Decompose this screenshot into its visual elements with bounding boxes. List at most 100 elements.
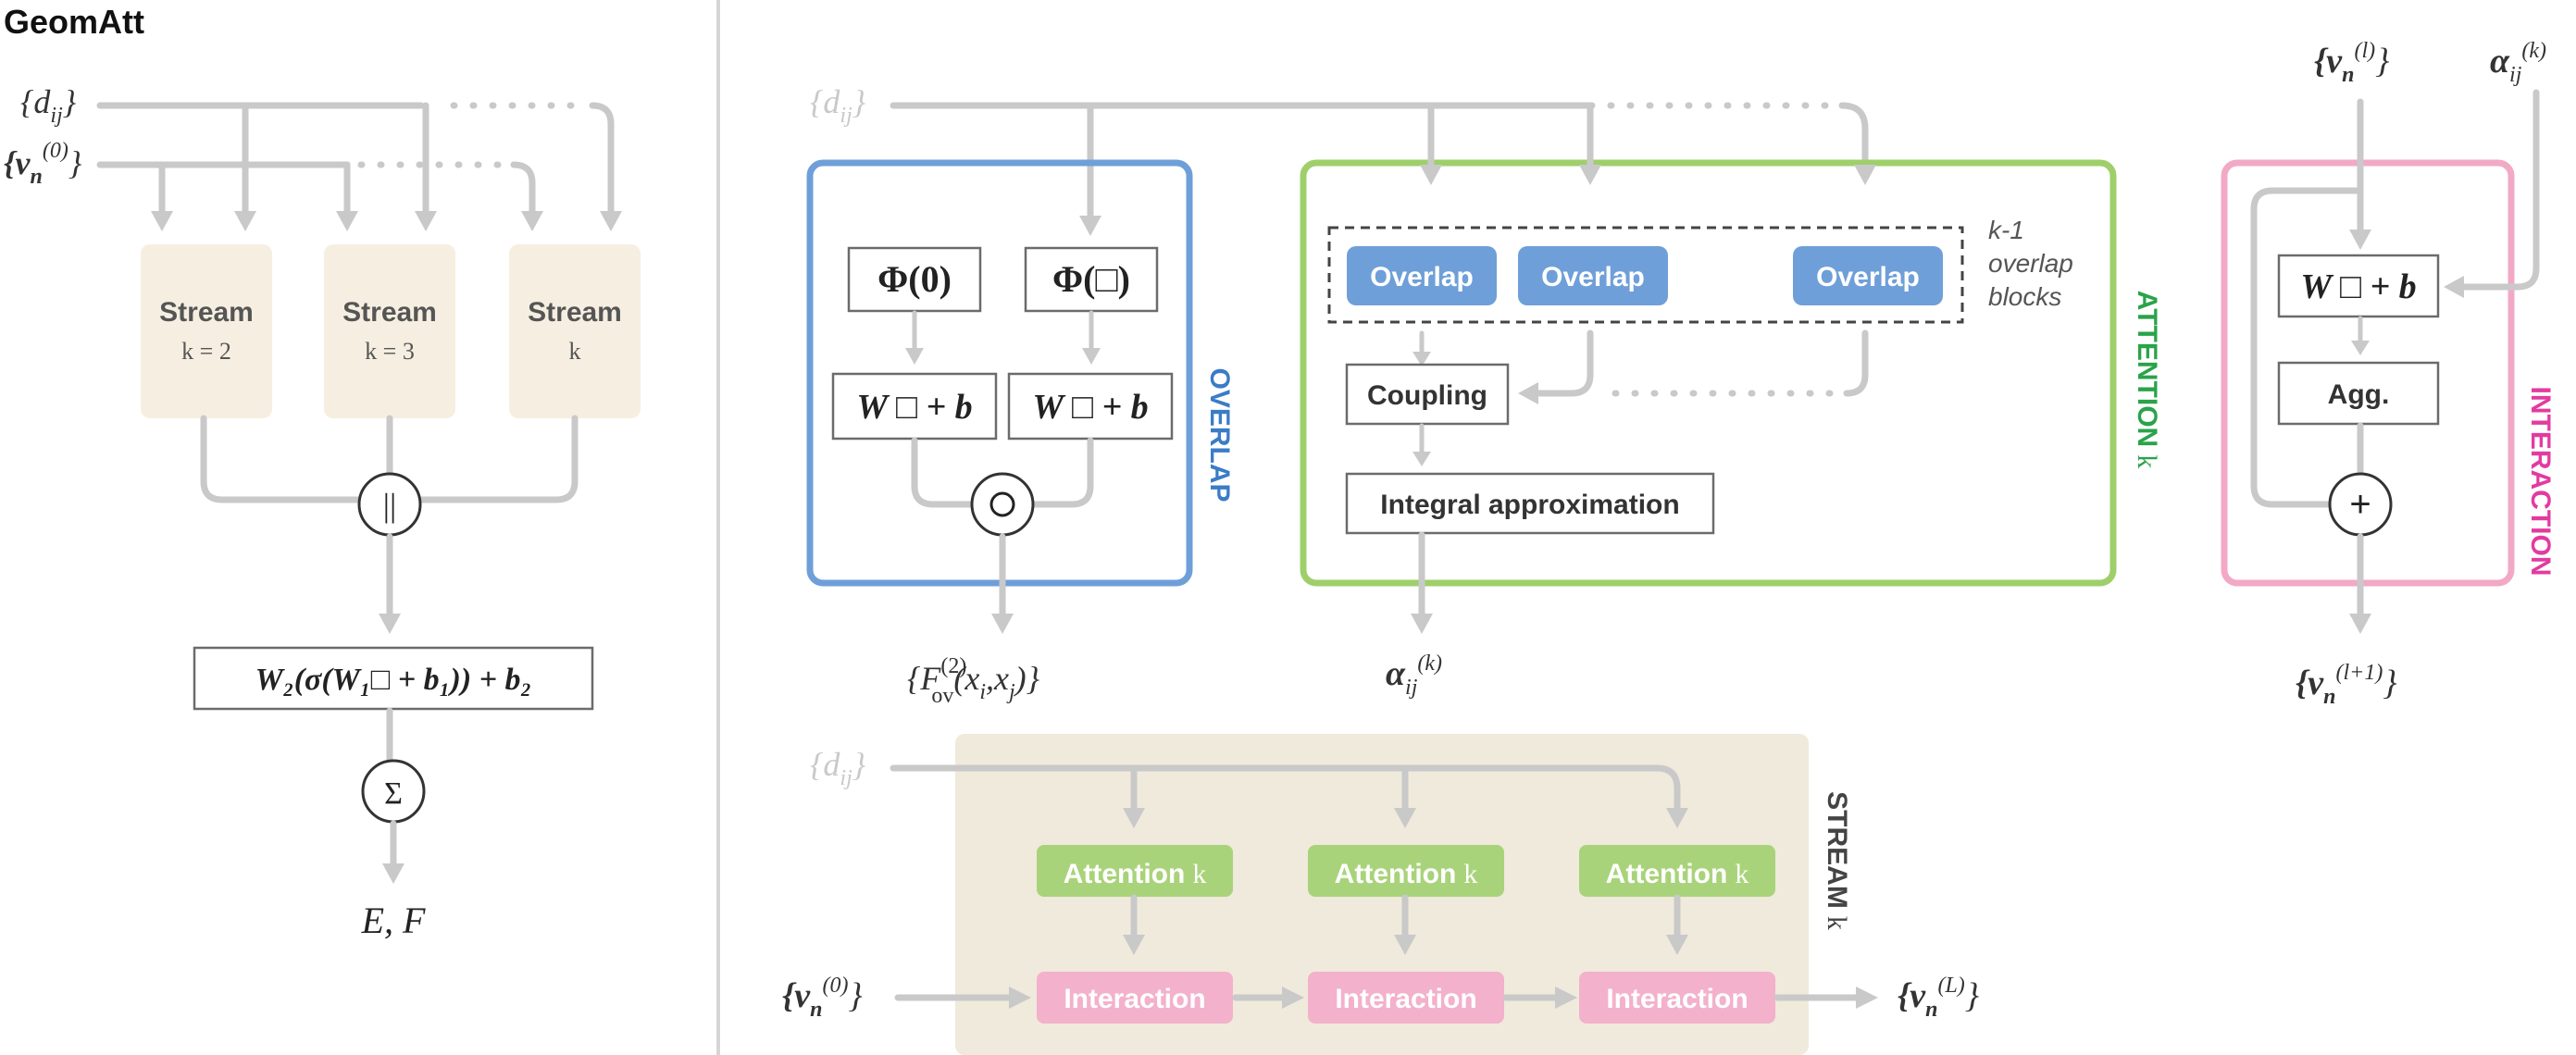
stream-input-d: {dij} (810, 746, 866, 790)
svg-text:{F(2)ov(xi,xj)}: {F(2)ov(xi,xj)} (907, 654, 1040, 708)
overlap-blocks-note: k-1 overlap blocks (1988, 216, 2073, 311)
attention-label: ATTENTIONk (2132, 291, 2162, 468)
geomatt-v-drops (158, 161, 351, 217)
plus-node: + (2328, 472, 2393, 537)
svg-text:Stream: Stream (342, 297, 437, 328)
overlap-output: {F(2)ov(xi,xj)} (907, 654, 1040, 708)
svg-text:W □ + b: W □ + b (1032, 388, 1148, 427)
attention-d-drops (1427, 102, 1594, 170)
interaction-linear-box[interactable]: W □ + b (2277, 254, 2440, 318)
overlap-block-1[interactable]: Overlap (1347, 246, 1497, 305)
integral-box[interactable]: Integral approximation (1345, 472, 1715, 535)
interaction-input-v: {vn(l)} (2314, 39, 2389, 87)
agg-box[interactable]: Agg. (2277, 361, 2440, 426)
svg-text:{vn(0)}: {vn(0)} (782, 974, 863, 1022)
phi-box[interactable]: Φ(□) (1024, 246, 1159, 313)
interaction-output: {vn(l+1)} (2296, 661, 2397, 709)
overlap-block-3[interactable]: Overlap (1793, 246, 1943, 305)
svg-text:Σ: Σ (384, 776, 403, 811)
svg-text:k = 3: k = 3 (365, 338, 415, 365)
overlap-block-2[interactable]: Overlap (1518, 246, 1668, 305)
svg-text:overlap: overlap (1988, 249, 2073, 278)
stream-box-1[interactable]: Stream k = 2 (141, 244, 272, 418)
svg-text:ATTENTIONk: ATTENTIONk (2132, 291, 2162, 468)
overlap3-to-coupling (1843, 329, 1869, 397)
attention-output: αij(k) (1386, 652, 1442, 700)
geomatt-stream-arrowheads (151, 211, 622, 231)
stream-box-2[interactable]: Stream k = 3 (324, 244, 455, 418)
svg-text:Overlap: Overlap (1370, 262, 1474, 292)
overlap-phi-arrows (912, 310, 1094, 353)
svg-text:Stream: Stream (528, 297, 622, 328)
svg-text:Overlap: Overlap (1541, 262, 1645, 292)
interaction-input-alpha: αij(k) (2490, 39, 2546, 87)
attention-frame (1300, 159, 2117, 587)
stream-interaction-3[interactable]: Interaction (1579, 972, 1775, 1024)
svg-text:Interaction: Interaction (1064, 984, 1205, 1014)
phi-zero-box[interactable]: Φ(0) (847, 246, 982, 313)
svg-text:Overlap: Overlap (1816, 262, 1920, 292)
svg-text:k-1: k-1 (1988, 216, 2024, 244)
svg-text:W □ + b: W □ + b (2300, 267, 2416, 306)
stream-output-v: {vn(L)} (1898, 974, 1979, 1022)
svg-text:αij(k): αij(k) (1386, 652, 1442, 700)
svg-text:αij(k): αij(k) (2490, 39, 2546, 87)
geomatt-concat-lines (200, 415, 579, 503)
geomatt-d-drops (242, 102, 429, 217)
concat-node: || (357, 472, 422, 537)
svg-text:Stream: Stream (159, 297, 254, 328)
svg-text:{dij}: {dij} (810, 83, 866, 128)
overlap-label: OVERLAP (1204, 367, 1235, 502)
stream-d-drops (1130, 764, 1409, 813)
svg-text:{vn(l+1)}: {vn(l+1)} (2296, 661, 2397, 709)
geomatt-output: E, F (361, 900, 426, 941)
overlap-input-d: {dij} (810, 83, 866, 128)
svg-text:{dij}: {dij} (20, 83, 77, 128)
svg-text:Φ(□): Φ(□) (1052, 258, 1130, 300)
overlap-linear-box-2[interactable]: W □ + b (1007, 372, 1174, 441)
svg-text:W₂(σ(W₁□ + b₁)) + b₂: W₂(σ(W₁□ + b₁)) + b₂ (255, 663, 532, 697)
geomatt-input-v: {vn(0)} (4, 139, 82, 189)
svg-text:k: k (569, 338, 581, 365)
svg-text:Integral approximation: Integral approximation (1380, 490, 1679, 520)
overlap2-to-coupling (1533, 329, 1594, 397)
stream-d-line (890, 764, 1681, 813)
svg-text:blocks: blocks (1988, 282, 2061, 311)
svg-text:Interaction: Interaction (1606, 984, 1748, 1014)
svg-text:+: + (2349, 484, 2371, 525)
stream-interaction-2[interactable]: Interaction (1308, 972, 1504, 1024)
svg-text:||: || (383, 487, 396, 524)
mlp-box[interactable]: W₂(σ(W₁□ + b₁)) + b₂ (193, 646, 594, 711)
overlap-blocks-group (1327, 226, 1964, 324)
svg-text:W □ + b: W □ + b (856, 388, 972, 427)
stream-input-v: {vn(0)} (782, 974, 863, 1022)
geomatt-d-line-end (589, 102, 615, 217)
geomatt-mlp-arrowhead (379, 614, 401, 634)
interaction-residual-line (2250, 187, 2364, 508)
stream-att-to-int (1130, 894, 1681, 940)
stream-label: STREAMk (1822, 791, 1852, 930)
interaction-alpha-line (2458, 89, 2540, 291)
svg-text:Agg.: Agg. (2328, 379, 2390, 410)
overlap-product-lines (911, 437, 1094, 508)
coupling-box[interactable]: Coupling (1345, 363, 1510, 426)
panel-title: GeomAtt (4, 3, 144, 41)
product-node (970, 472, 1035, 537)
svg-text:{vn(L)}: {vn(L)} (1898, 974, 1979, 1022)
sum-node: Σ (361, 759, 426, 824)
geomatt-output-arrowhead (382, 863, 404, 884)
stream-box-3[interactable]: Stream k (509, 244, 641, 418)
interaction-label: INTERACTION (2525, 387, 2556, 577)
svg-text:Φ(0): Φ(0) (877, 258, 952, 300)
stream-interaction-1[interactable]: Interaction (1037, 972, 1233, 1024)
svg-text:k = 2: k = 2 (181, 338, 231, 365)
attention-d-line-end (1838, 102, 1869, 170)
overlap-linear-box-1[interactable]: W □ + b (831, 372, 998, 441)
